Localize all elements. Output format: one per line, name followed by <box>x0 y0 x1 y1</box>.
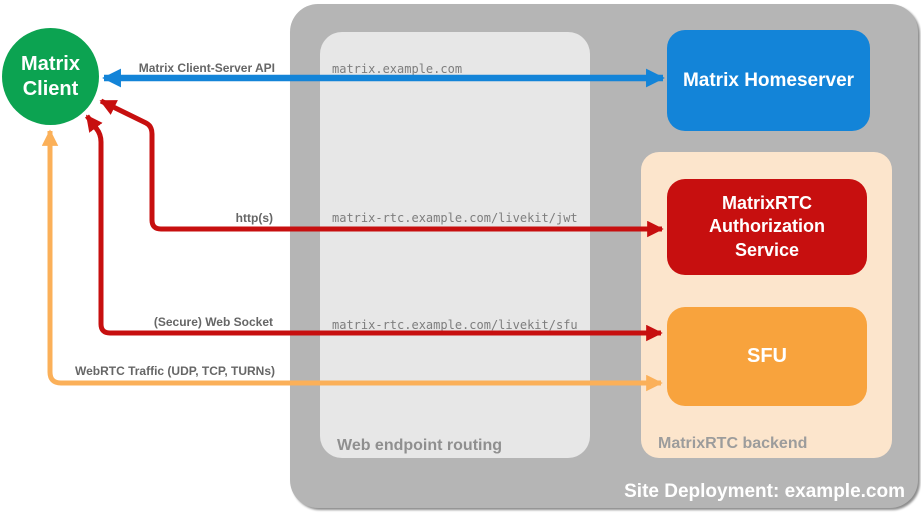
webrtc-traffic-label: WebRTC Traffic (UDP, TCP, TURNs) <box>74 364 275 378</box>
sfu-node: SFU <box>667 307 867 406</box>
route-host: matrix-rtc.example.com/livekit/jwt <box>332 211 578 225</box>
matrix-client-node: Matrix Client <box>2 28 99 125</box>
sfu-label: SFU <box>747 345 787 367</box>
matrix-client-label: Matrix Client <box>21 52 80 100</box>
web-endpoint-routing-label: Web endpoint routing <box>337 437 503 454</box>
route-host: matrix.example.com <box>332 62 463 76</box>
matrix-homeserver-label: Matrix Homeserver <box>682 69 855 91</box>
web-endpoint-routing-box <box>320 32 590 458</box>
https-label: http(s) <box>235 211 273 225</box>
authorization-service-label: MatrixRTC Authorization Service <box>709 193 825 260</box>
authorization-service-node: MatrixRTC Authorization Service <box>667 179 867 275</box>
matrixrtc-backend-label: MatrixRTC backend <box>658 435 808 452</box>
matrix-homeserver-node: Matrix Homeserver <box>667 30 870 131</box>
site-deployment-label: Site Deployment: example.com <box>624 481 905 502</box>
websocket-label: (Secure) Web Socket <box>153 315 273 329</box>
route-host: matrix-rtc.example.com/livekit/sfu <box>332 318 578 332</box>
client-server-api-label: Matrix Client-Server API <box>138 61 275 75</box>
